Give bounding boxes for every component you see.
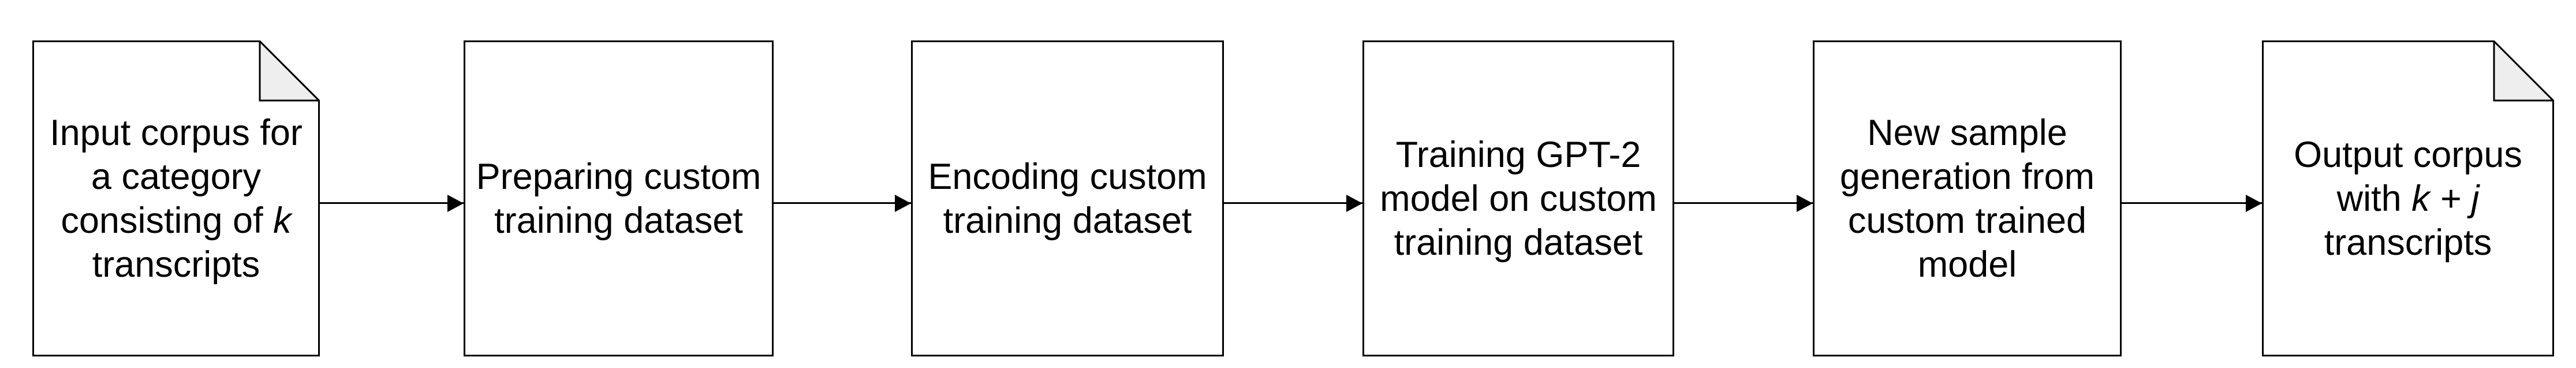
flow-arrow-1 — [320, 194, 464, 212]
flow-arrow-3 — [1224, 194, 1362, 212]
document-shape — [32, 40, 320, 356]
document-outline-icon — [32, 40, 320, 356]
document-shape — [2262, 40, 2554, 356]
folded-corner-icon — [2493, 40, 2554, 102]
label-line: Preparing custom — [476, 156, 761, 197]
arrowhead-icon — [1797, 194, 1813, 212]
arrowhead-icon — [447, 194, 464, 212]
arrowhead-icon — [2246, 194, 2262, 212]
label-line: a category — [91, 156, 262, 197]
label-line: with k + j — [2336, 178, 2480, 219]
label-line: model — [1917, 244, 2017, 285]
label-line: training dataset — [1394, 222, 1643, 263]
label-line: training dataset — [943, 200, 1192, 241]
label-line: training dataset — [494, 200, 743, 241]
flow-arrow-4 — [1674, 194, 1813, 212]
label-line: Output corpus — [2294, 134, 2522, 175]
label-line: transcripts — [2324, 222, 2492, 263]
arrowhead-icon — [895, 194, 911, 212]
label-line: Input corpus for — [50, 112, 303, 153]
label-line: transcripts — [92, 244, 260, 285]
folded-corner-icon — [259, 40, 320, 102]
flow-arrow-2 — [774, 194, 911, 212]
label-line: Encoding custom — [928, 156, 1207, 197]
label-line: custom trained — [1847, 200, 2087, 241]
label-line: consisting of k — [61, 200, 292, 241]
label-line: generation from — [1839, 156, 2095, 197]
arrowhead-icon — [1346, 194, 1362, 212]
label-line: New sample — [1867, 112, 2067, 153]
document-outline-icon — [2262, 40, 2554, 356]
label-line: model on custom — [1380, 178, 1657, 219]
flow-arrow-5 — [2122, 194, 2262, 212]
label-line: Training GPT-2 — [1395, 134, 1641, 175]
